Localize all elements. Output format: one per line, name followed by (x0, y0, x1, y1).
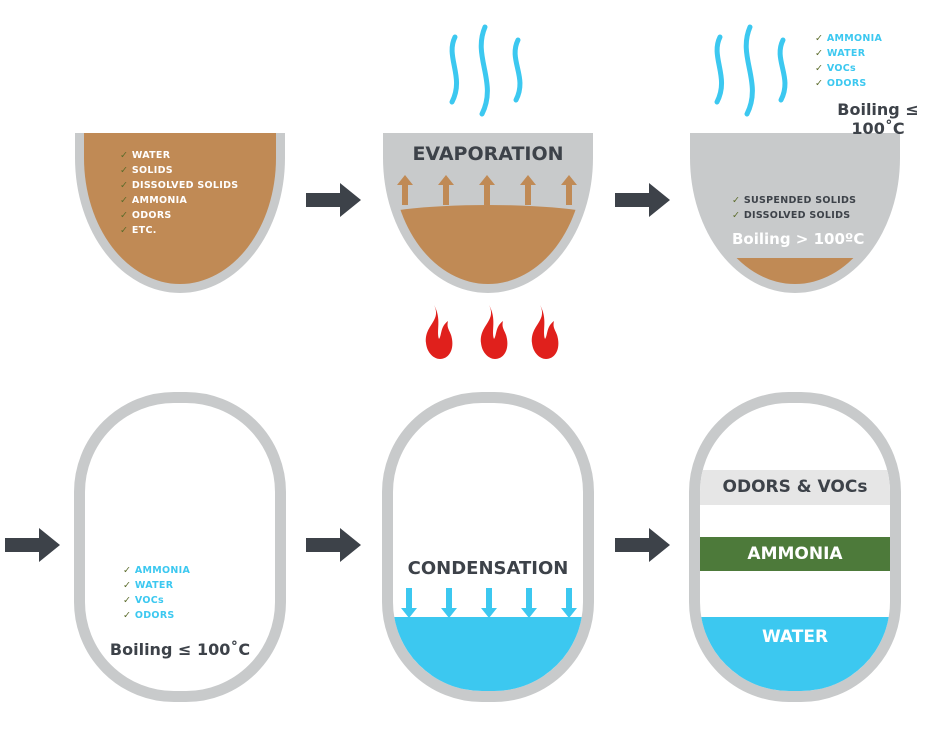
arrow-right-icon (615, 528, 670, 562)
list-item: SOLIDS (120, 163, 238, 178)
water-band: WATER (700, 617, 890, 691)
condensed-water (393, 617, 583, 691)
boiling-label: Boiling ≤ 100˚C (109, 640, 251, 659)
list-item: VOCs (815, 61, 882, 76)
condensation-title: CONDENSATION (407, 558, 569, 579)
list-item: AMMONIA (120, 193, 238, 208)
condensation-capsule: CONDENSATION (382, 392, 594, 702)
odors-vocs-band: ODORS & VOCs (700, 470, 890, 505)
vapor-boiling-label: Boiling ≤ 100˚C (837, 100, 919, 138)
list-item: ODORS (123, 608, 190, 623)
vapor-list: AMMONIA WATER VOCs ODORS (123, 563, 190, 623)
residue-boiling-label: Boiling > 100ºC (732, 230, 865, 248)
separation-bowl: SUSPENDED SOLIDS DISSOLVED SOLIDS Boilin… (690, 133, 900, 293)
list-item: VOCs (123, 593, 190, 608)
flames-icon (425, 305, 559, 359)
evaporation-title: EVAPORATION (412, 143, 564, 165)
arrow-right-icon (306, 528, 361, 562)
list-item: WATER (815, 46, 882, 61)
down-arrows-icon (401, 588, 577, 618)
list-item: AMMONIA (123, 563, 190, 578)
vapor-list: AMMONIA WATER VOCs ODORS (815, 31, 882, 91)
arrow-right-icon (615, 183, 670, 217)
steam-icon (449, 24, 523, 117)
residue-list: SUSPENDED SOLIDS DISSOLVED SOLIDS (732, 193, 856, 223)
evaporation-bowl: EVAPORATION (383, 133, 593, 293)
list-item: WATER (123, 578, 190, 593)
list-item: ODORS (120, 208, 238, 223)
list-item: AMMONIA (815, 31, 882, 46)
list-item: ETC. (120, 223, 238, 238)
list-item: DISSOLVED SOLIDS (120, 178, 238, 193)
ammonia-band: AMMONIA (700, 537, 890, 571)
list-item: SUSPENDED SOLIDS (732, 193, 856, 208)
up-arrows-icon (397, 175, 577, 205)
list-item: ODORS (815, 76, 882, 91)
arrow-right-icon (5, 528, 60, 562)
contents-list: WATER SOLIDS DISSOLVED SOLIDS AMMONIA OD… (120, 148, 238, 238)
list-item: WATER (120, 148, 238, 163)
steam-icon (714, 24, 788, 117)
raw-wastewater-bowl: WATER SOLIDS DISSOLVED SOLIDS AMMONIA OD… (75, 133, 285, 293)
separated-capsule: ODORS & VOCs AMMONIA WATER (689, 392, 901, 702)
vapor-capsule: AMMONIA WATER VOCs ODORS Boiling ≤ 100˚C (74, 392, 286, 702)
list-item: DISSOLVED SOLIDS (732, 208, 856, 223)
arrow-right-icon (306, 183, 361, 217)
